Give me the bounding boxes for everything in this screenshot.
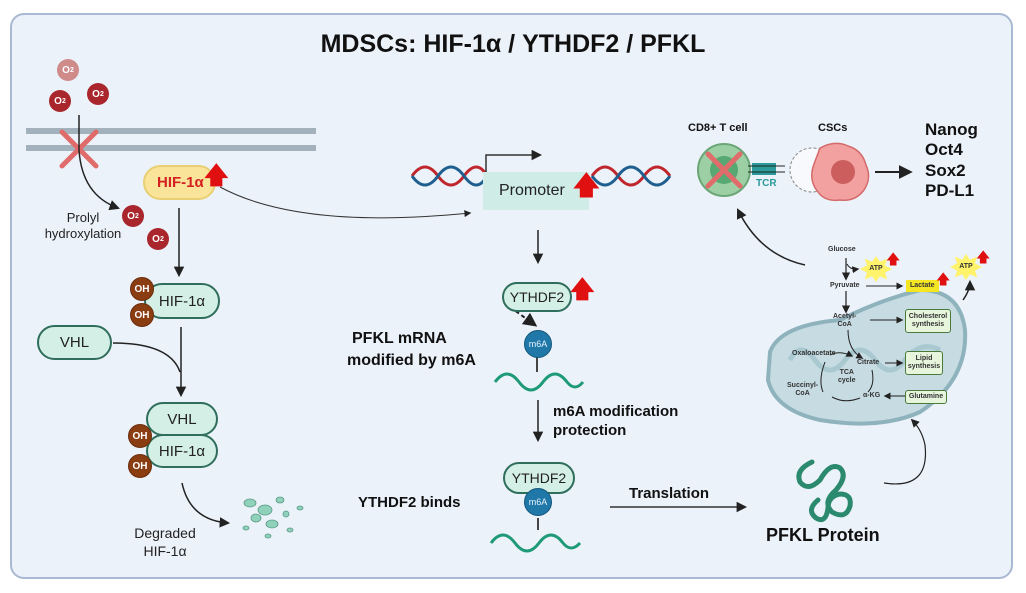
succinyl-coa-label: Succinyl-CoA xyxy=(787,382,819,397)
akg-label: α-KG xyxy=(863,392,881,399)
hydroxyl-icon: OH xyxy=(128,454,152,478)
oxaloacetate-label: Oxaloacetate xyxy=(792,350,836,357)
marker-item: Oct4 xyxy=(925,140,963,160)
hydroxyl-icon: OH xyxy=(128,424,152,448)
hif-to-promoter-arrow xyxy=(219,186,472,219)
tcell-blocked-x-icon xyxy=(705,151,743,189)
membrane-outer xyxy=(26,128,316,134)
glutamine-box: Glutamine xyxy=(905,390,947,404)
glucose-to-atp-arrow xyxy=(846,263,860,274)
mrna-strand xyxy=(493,372,585,392)
m6a-marker: m6A xyxy=(524,488,552,516)
cscs-label: CSCs xyxy=(818,122,848,134)
dna-helix-left xyxy=(410,165,489,187)
marker-item: Sox2 xyxy=(925,160,966,180)
pfkl-protein-label: PFKL Protein xyxy=(766,525,880,545)
ythdf2-bound-box: YTHDF2 xyxy=(503,462,575,494)
hydroxylated-hif-box: HIF-1α xyxy=(144,283,220,319)
pyruvate-label: Pyruvate xyxy=(830,282,860,289)
transcription-start-arrow xyxy=(485,149,543,172)
pfkl-protein-icon xyxy=(796,459,853,523)
tcr-icon xyxy=(752,163,776,175)
tca-cycle-arrows xyxy=(820,353,874,402)
ythdf2-box: YTHDF2 xyxy=(502,282,572,312)
oxygen-entry-arrow xyxy=(78,115,120,211)
promoter-box: Promoter xyxy=(483,172,589,210)
glucose-label: Glucose xyxy=(828,246,856,253)
degraded-fragments-icon xyxy=(242,496,304,539)
pfkl-mrna-label: PFKL mRNA xyxy=(352,330,447,347)
hif-upregulated-box: HIF-1α xyxy=(143,165,216,200)
citrate-label: Citrate xyxy=(857,359,880,366)
stemness-markers-list: Nanog Oct4 Sox2 PD-L1 xyxy=(925,120,978,202)
up-arrow-icon: 🡅 xyxy=(204,162,229,189)
marker-item: Nanog xyxy=(925,120,978,139)
lactate-box: Lactate xyxy=(906,280,939,292)
hif-label: HIF-1α xyxy=(157,174,204,191)
page-title: MDSCs: HIF-1α / YTHDF2 / PFKL xyxy=(320,30,706,58)
vhl-complex-box: VHL xyxy=(146,402,218,436)
protein-to-mito-arrow xyxy=(883,418,927,485)
acetyl-coa-label: Acetyl-CoA xyxy=(833,313,857,328)
hydroxyl-icon: OH xyxy=(130,277,154,301)
up-arrow-icon: 🡅 xyxy=(570,276,595,303)
csc-nucleus xyxy=(831,160,855,184)
hif-complex-box: HIF-1α xyxy=(146,434,218,468)
mito-to-atp-arrow xyxy=(962,279,976,301)
tcr-label: TCR xyxy=(756,178,777,189)
vhl-box: VHL xyxy=(37,325,112,360)
up-arrow-icon: 🡅 xyxy=(573,170,600,200)
metabolism-to-tcell-arrow xyxy=(736,208,806,266)
ythdf2-binds-label: YTHDF2 binds xyxy=(358,494,461,511)
up-arrow-icon: 🡅 xyxy=(886,251,901,267)
marker-item: PD-L1 xyxy=(925,181,975,201)
up-arrow-icon: 🡅 xyxy=(976,249,991,265)
up-arrow-icon: 🡅 xyxy=(936,271,951,287)
mrna-strand-2 xyxy=(489,533,582,553)
hydroxyl-icon: OH xyxy=(130,303,154,327)
membrane-inner xyxy=(26,145,316,151)
dna-helix-right xyxy=(590,165,672,187)
translation-label: Translation xyxy=(629,485,710,502)
tcell-label: CD8+ T cell xyxy=(688,122,748,134)
degradation-arrow xyxy=(181,482,231,528)
acetyl-to-citrate-arrow xyxy=(847,329,864,359)
vhl-join-arrow xyxy=(112,342,181,373)
ythdf2-dashed-arrow xyxy=(509,306,538,327)
modified-by-m6a-label: modified by m6A xyxy=(347,352,476,369)
m6a-marker: m6A xyxy=(524,330,552,358)
